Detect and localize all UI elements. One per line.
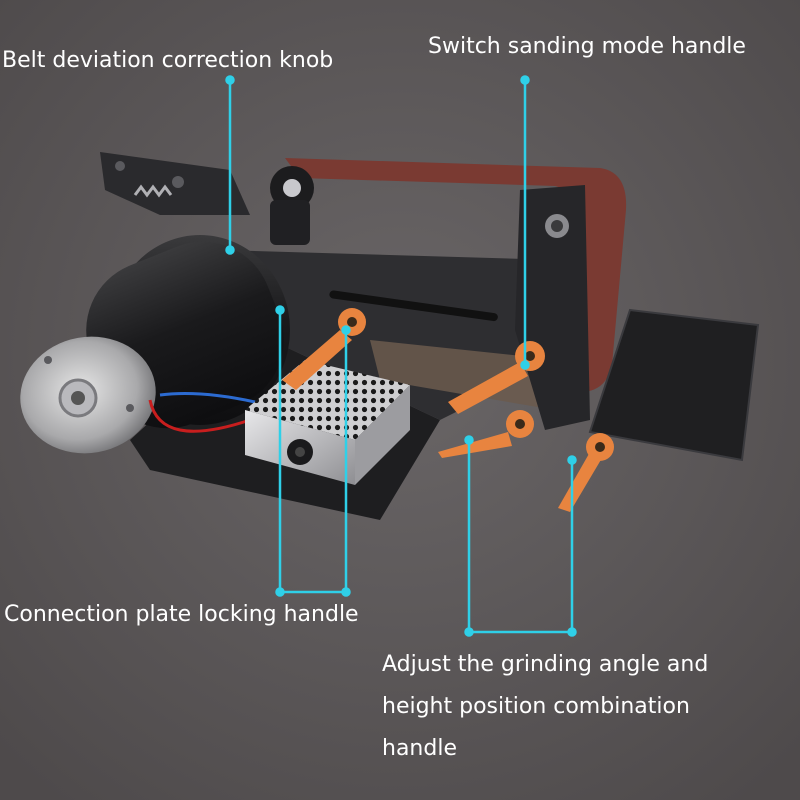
callout-adjust-line [467,440,574,634]
label-adjust-line-3: handle [382,736,457,761]
speed-controller-side [355,385,410,485]
label-adjust-line-2: height position combination [382,694,690,719]
label-belt-deviation-knob: Belt deviation correction knob [2,48,334,73]
blue-wire [159,392,256,404]
sanding-belt [285,158,627,392]
orange-handles [282,308,614,512]
label-connection-plate-handle: Connection plate locking handle [4,602,359,627]
label-angle-height-handle: Adjust the grinding angle and height pos… [382,644,708,770]
callout-plate-line [278,310,348,594]
label-adjust-line-1: Adjust the grinding angle and [382,652,709,677]
belt-sander-machine [20,152,760,520]
frame-slot [329,290,498,322]
work-table [588,308,760,462]
callout-lines [225,75,577,637]
label-sanding-mode-handle: Switch sanding mode handle [428,34,746,59]
red-wire [148,399,251,433]
belt-lower [370,340,560,410]
tension-spring [133,184,173,198]
